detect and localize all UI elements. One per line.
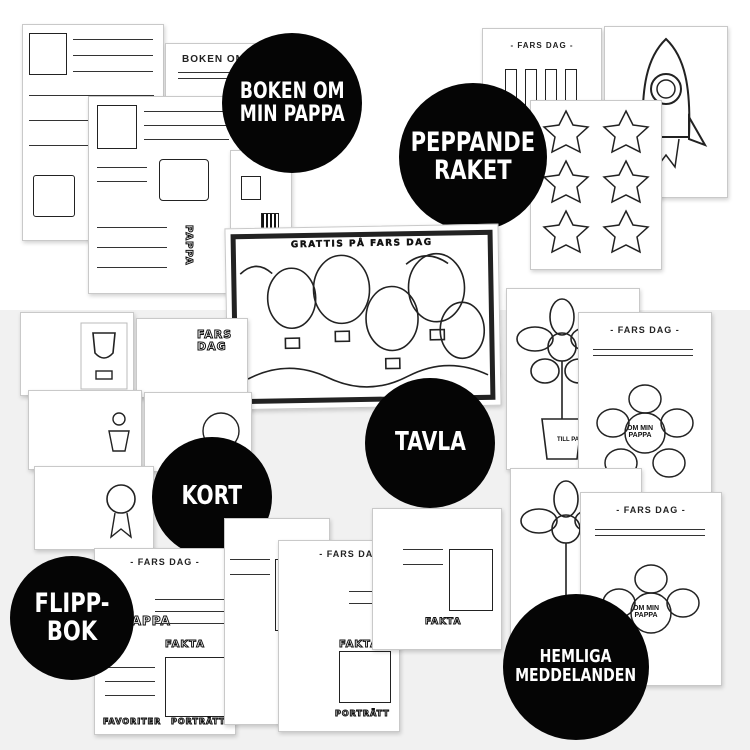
card-trophy xyxy=(20,312,134,396)
book-sheet-front: PAPPA xyxy=(88,96,240,294)
card-rosette xyxy=(34,466,154,550)
card-fars-dag-text: FARS DAG xyxy=(196,328,233,354)
book-pappa-text: PAPPA xyxy=(183,225,195,267)
balloons-drawing xyxy=(239,252,489,388)
trophy-drawing xyxy=(80,322,128,390)
book-title-text: BOKEN OM xyxy=(182,54,245,65)
tavla-poster: GRATTIS PÅ FARS DAG xyxy=(224,223,502,411)
rocket-sheet-stars xyxy=(530,100,662,270)
card-fars-dag: FARS DAG xyxy=(136,318,248,398)
badge-hemliga-meddelanden: HEMLIGA MEDDELANDEN xyxy=(503,594,649,740)
badge-peppande-raket: PEPPANDE RAKET xyxy=(399,83,547,231)
rosette-drawing xyxy=(106,484,136,539)
card-superhero xyxy=(28,390,142,470)
stars-drawing xyxy=(542,109,650,254)
badge-tavla: TAVLA xyxy=(365,378,495,508)
flower-message-a xyxy=(596,384,694,478)
badge-boken-om-min-pappa: BOKEN OM MIN PAPPA xyxy=(222,33,362,173)
flipbook-sheet-d: FAKTA xyxy=(372,508,502,650)
superhero-drawing xyxy=(108,412,130,452)
message-sheet-a: - FARS DAG - OM MIN PAPPA xyxy=(578,312,712,500)
badge-flippbok: FLIPP- BOK xyxy=(10,556,134,680)
